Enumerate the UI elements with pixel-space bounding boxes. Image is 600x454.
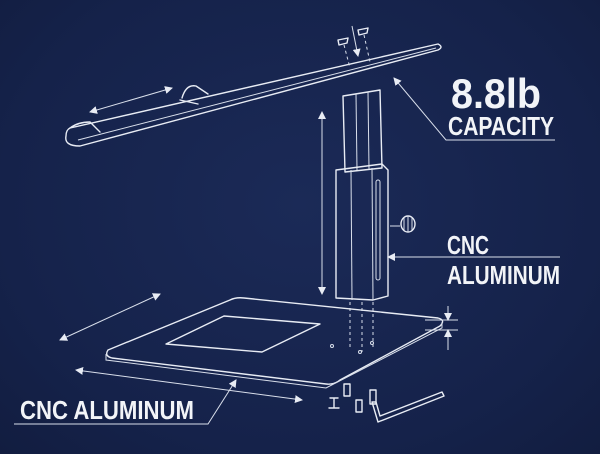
top-plate (65, 43, 442, 147)
adjustment-knob-icon (390, 215, 416, 233)
base-material-label: CNC ALUMINUM (20, 395, 194, 425)
top-screws (337, 25, 371, 69)
capacity-callout: 8.8lb CAPACITY (393, 70, 555, 141)
base-width-dimension (75, 366, 303, 404)
plate-width-dimension (89, 86, 173, 114)
capacity-text: CAPACITY (448, 111, 554, 141)
column-material-line2: ALUMINUM (447, 260, 560, 290)
base-material-callout: CNC ALUMINUM (14, 379, 237, 425)
column-material-callout: CNC ALUMINUM (387, 230, 560, 290)
column-material-line1: CNC (447, 230, 489, 260)
bottom-screws (328, 383, 377, 413)
base-plate (105, 297, 444, 389)
base-depth-dimension (59, 293, 161, 341)
base-thickness-dimension (425, 306, 458, 350)
upper-column (342, 89, 383, 173)
allen-key-icon (371, 391, 445, 423)
column-sleeve (335, 163, 389, 301)
capacity-value: 8.8lb (451, 70, 541, 117)
